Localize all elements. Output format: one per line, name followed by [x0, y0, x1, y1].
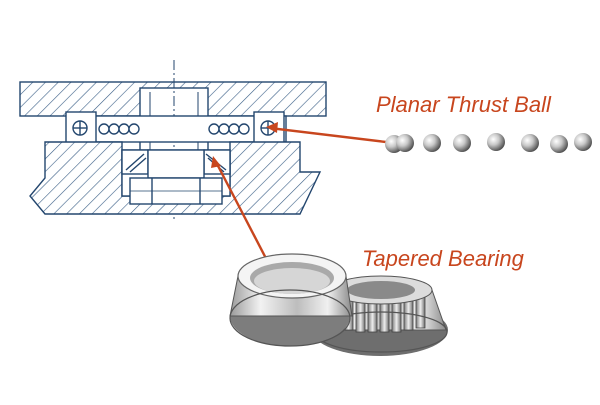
leader-thrust	[269, 126, 387, 144]
steel-ball-icon	[385, 133, 592, 153]
leader-lines	[211, 122, 387, 271]
label-planar-thrust-ball: Planar Thrust Ball	[376, 92, 551, 117]
label-tapered-bearing: Tapered Bearing	[362, 246, 524, 271]
bearing-cup	[229, 253, 353, 347]
leader-tapered	[214, 161, 274, 271]
section-balls-left	[98, 123, 140, 135]
tapered-roller-bearing-icon	[229, 253, 448, 356]
cross-section-drawing	[19, 60, 327, 220]
section-balls-right	[208, 123, 250, 135]
